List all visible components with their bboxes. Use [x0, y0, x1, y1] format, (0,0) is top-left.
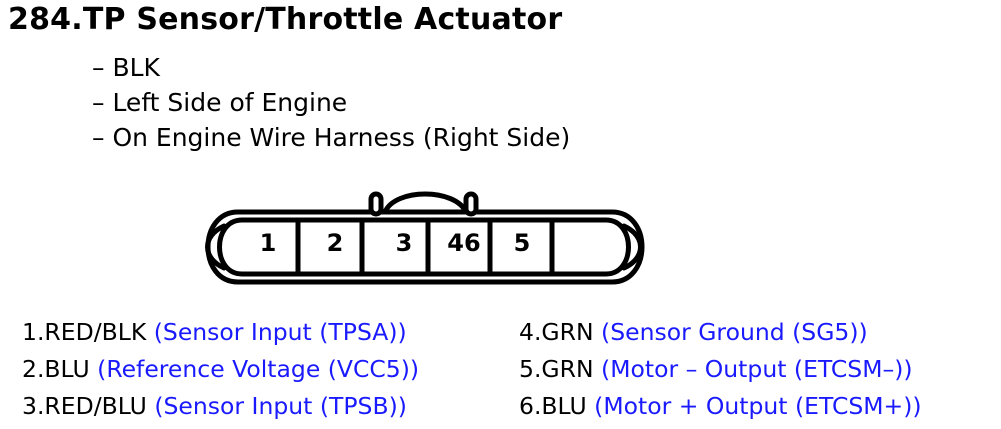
pin-wire-label: 1.RED/BLK — [22, 318, 147, 346]
pin-wire-label: 2.BLU — [22, 355, 90, 383]
lock-tab — [368, 191, 384, 217]
page-title: 284.TP Sensor/Throttle Actuator — [8, 2, 563, 37]
pin-wire-label: 5.GRN — [519, 355, 594, 383]
pin-wire-label: 3.RED/BLU — [22, 392, 147, 420]
cavity-label: 46 — [447, 229, 480, 257]
pin-row: 1.RED/BLK (Sensor Input (TPSA)) — [22, 314, 419, 351]
pin-wire-label: 6.BLU — [519, 392, 587, 420]
cavity-label: 2 — [327, 229, 344, 257]
cavity-label: 5 — [514, 229, 531, 257]
pin-row: 5.GRN (Motor – Output (ETCSM–)) — [519, 351, 922, 388]
lock-tab — [463, 191, 479, 217]
pinout-list-right: 4.GRN (Sensor Ground (SG5)) 5.GRN (Motor… — [519, 314, 922, 425]
location-note: – Left Side of Engine — [92, 88, 348, 117]
right-latch — [621, 223, 643, 271]
left-latch — [205, 223, 227, 271]
pin-function: (Motor + Output (ETCSM+)) — [594, 392, 922, 420]
pin-row: 2.BLU (Reference Voltage (VCC5)) — [22, 351, 419, 388]
lock-hump — [382, 191, 469, 215]
connector-inner-body — [217, 217, 631, 277]
pin-function: (Motor – Output (ETCSM–)) — [601, 355, 913, 383]
pin-function: (Sensor Input (TPSA)) — [153, 318, 407, 346]
pin-function: (Sensor Input (TPSB)) — [154, 392, 407, 420]
pin-function: (Reference Voltage (VCC5)) — [97, 355, 420, 383]
harness-note: – On Engine Wire Harness (Right Side) — [92, 123, 571, 152]
color-note: – BLK — [92, 53, 160, 82]
pin-row: 6.BLU (Motor + Output (ETCSM+)) — [519, 388, 922, 425]
pin-row: 3.RED/BLU (Sensor Input (TPSB)) — [22, 388, 419, 425]
connector-outer-body — [205, 209, 645, 285]
pin-wire-label: 4.GRN — [519, 318, 594, 346]
pin-row: 4.GRN (Sensor Ground (SG5)) — [519, 314, 922, 351]
pin-function: (Sensor Ground (SG5)) — [601, 318, 868, 346]
cavity-label: 1 — [260, 229, 277, 257]
pinout-list-left: 1.RED/BLK (Sensor Input (TPSA)) 2.BLU (R… — [22, 314, 419, 425]
cavity-label: 3 — [396, 229, 413, 257]
connector-location-list: – BLK – Left Side of Engine – On Engine … — [92, 50, 570, 155]
